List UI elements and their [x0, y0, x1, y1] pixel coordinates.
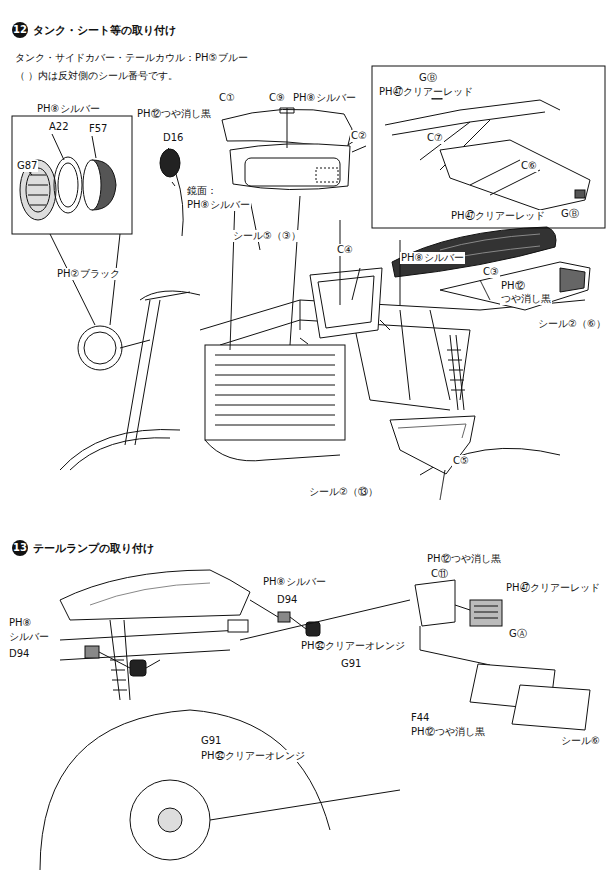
step-number: 13 — [12, 540, 28, 556]
part-label: C⑦ — [426, 132, 444, 144]
part-label: PH⑧シルバー — [36, 103, 101, 115]
part-label: PH⑧シルバー — [292, 92, 357, 104]
part-label: PH㉜クリアーオレンジ — [200, 750, 306, 762]
part-label: シール②（⑬） — [308, 486, 379, 498]
part-label: GⒶ — [508, 628, 528, 640]
part-label: PH⑫ — [500, 280, 526, 292]
part-label: PH㊼クリアーレッド — [378, 86, 474, 98]
part-label: PH㊼クリアーレッド — [505, 582, 601, 594]
part-label: C② — [350, 130, 368, 142]
part-label: D94 — [8, 648, 30, 660]
part-label: 鏡面： — [186, 185, 218, 197]
part-label: PH⑧ — [8, 617, 33, 629]
part-label: シール⑤（③） — [232, 230, 302, 242]
part-label: PH⑫つや消し黒 — [136, 108, 212, 120]
step-number: 12 — [12, 22, 28, 38]
part-label: C⑨ — [268, 92, 286, 104]
step-heading: 13 テールランプの取り付け — [12, 540, 154, 556]
part-label: C③ — [482, 266, 500, 278]
part-label: タンク・サイドカバー・テールカウル：PH⑤ブルー — [14, 52, 249, 64]
part-label: PH⑧シルバー — [186, 199, 251, 211]
part-label: シール②（⑥） — [537, 318, 607, 330]
part-label: C⑥ — [520, 160, 538, 172]
part-label: PH⑫つや消し黒 — [426, 553, 502, 565]
part-label: D16 — [162, 132, 184, 144]
part-label: C④ — [336, 244, 354, 256]
part-label: PH㊼クリアーレッド — [450, 210, 546, 222]
part-label: シール⑥ — [560, 735, 601, 747]
part-label: C⑤ — [452, 455, 470, 467]
step-title: タンク・シート等の取り付け — [33, 23, 176, 38]
part-label: PH⑫つや消し黒 — [410, 726, 486, 738]
part-label: PH⑧シルバー — [400, 252, 465, 264]
part-label: PH㉜クリアーオレンジ — [300, 640, 406, 652]
part-label: G91 — [200, 735, 222, 747]
part-label: PH②ブラック — [56, 268, 121, 280]
part-label: PH⑧シルバー — [262, 576, 327, 588]
part-label: GⒷ — [418, 72, 438, 84]
part-label: （ ）内は反対側のシール番号です。 — [14, 70, 179, 82]
part-label: A22 — [48, 121, 70, 133]
part-label: GⒷ — [560, 208, 580, 220]
part-label: G87 — [16, 160, 38, 172]
part-label: D94 — [276, 594, 298, 606]
part-label: シルバー — [8, 631, 50, 643]
part-label: C① — [218, 92, 236, 104]
part-label: F57 — [88, 123, 108, 135]
part-label: C⑪ — [430, 568, 449, 580]
step-title: テールランプの取り付け — [33, 541, 154, 556]
part-label: F44 — [410, 712, 430, 724]
part-label: つや消し黒 — [500, 293, 552, 305]
step-heading: 12 タンク・シート等の取り付け — [12, 22, 176, 38]
part-label: G91 — [340, 658, 362, 670]
